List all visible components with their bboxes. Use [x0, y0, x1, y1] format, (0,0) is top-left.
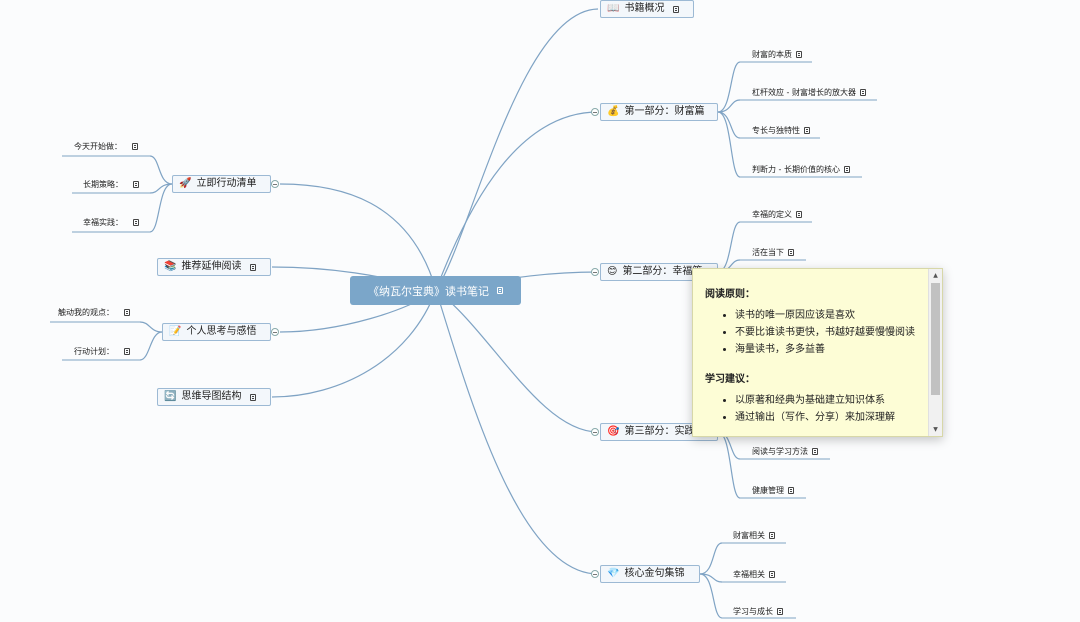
leaf-node[interactable]: 财富相关 [733, 529, 775, 541]
popup-section-title: 阅读原则： [705, 289, 755, 300]
collapse-toggle[interactable] [591, 108, 599, 116]
cycle-icon: 🔄 [164, 391, 177, 402]
leaf-node[interactable]: 活在当下 [752, 246, 794, 258]
note-popup-content: 阅读原则： 读书的唯一原因应该是喜欢 不要比谁读书更快，书越好越要慢慢阅读 海量… [693, 269, 928, 436]
collapse-toggle[interactable] [271, 180, 279, 188]
branch-thoughts[interactable]: 📝 个人思考与感悟 [162, 323, 271, 341]
list-item: 通过输出（写作、分享）来加深理解 [735, 412, 928, 424]
note-icon[interactable] [124, 347, 130, 355]
note-icon[interactable] [769, 570, 775, 578]
popup-scrollbar[interactable]: ▲ ▼ [928, 269, 942, 436]
leaf-node[interactable]: 专长与独特性 [752, 124, 810, 136]
branch-label: 第三部分：实践篇 [624, 426, 705, 437]
leaf-node[interactable]: 阅读与学习方法 [752, 445, 818, 457]
leaf-node[interactable]: 长期策略： [83, 178, 139, 190]
leaf-node[interactable]: 杠杆效应 - 财富增长的放大器 [752, 86, 866, 98]
money-bag-icon: 💰 [607, 106, 620, 117]
branch-reading[interactable]: 📚 推荐延伸阅读 [157, 258, 271, 276]
note-icon[interactable] [812, 447, 818, 455]
note-icon[interactable] [769, 531, 775, 539]
branch-label: 推荐延伸阅读 [181, 261, 242, 272]
note-icon[interactable] [673, 5, 680, 13]
leaf-node[interactable]: 触动我的观点： [58, 306, 130, 318]
list-item: 不要比谁读书更快，书越好越要慢慢阅读 [735, 327, 928, 339]
collapse-toggle[interactable] [591, 570, 599, 578]
rocket-icon: 🚀 [179, 178, 192, 189]
note-icon[interactable] [250, 393, 257, 401]
leaf-node[interactable]: 行动计划： [74, 345, 130, 357]
branch-part1[interactable]: 💰 第一部分：财富篇 [600, 103, 718, 121]
list-item: 读书的唯一原因应该是喜欢 [735, 310, 928, 322]
branch-label: 核心金句集锦 [624, 568, 685, 579]
leaf-node[interactable]: 幸福实践： [83, 216, 139, 228]
root-node[interactable]: 《纳瓦尔宝典》读书笔记 [350, 276, 521, 305]
note-icon[interactable] [497, 287, 503, 294]
note-icon[interactable] [788, 248, 794, 256]
note-icon[interactable] [859, 88, 866, 96]
branch-overview[interactable]: 📖 书籍概况 [600, 0, 694, 18]
note-icon[interactable] [132, 142, 138, 150]
note-icon[interactable] [796, 210, 802, 218]
note-icon[interactable] [133, 180, 139, 188]
leaf-node[interactable]: 财富的本质 [752, 48, 802, 60]
smile-icon: 😊 [607, 266, 618, 277]
note-icon[interactable] [133, 218, 139, 226]
branch-part2[interactable]: 😊 第二部分：幸福篇 [600, 263, 718, 281]
branch-label: 个人思考与感悟 [186, 326, 257, 337]
collapse-toggle[interactable] [591, 268, 599, 276]
target-icon: 🎯 [607, 426, 620, 437]
list-item: 海量读书，多多益善 [735, 344, 928, 356]
leaf-node[interactable]: 健康管理 [752, 484, 794, 496]
note-popup[interactable]: 阅读原则： 读书的唯一原因应该是喜欢 不要比谁读书更快，书越好越要慢慢阅读 海量… [692, 268, 943, 437]
scroll-up-arrow-icon[interactable]: ▲ [933, 272, 938, 279]
note-icon[interactable] [788, 486, 794, 494]
scroll-down-arrow-icon[interactable]: ▼ [933, 426, 938, 433]
root-title: 《纳瓦尔宝典》读书笔记 [368, 284, 489, 298]
leaf-node[interactable]: 幸福相关 [733, 568, 775, 580]
memo-icon: 📝 [169, 326, 182, 337]
branch-quotes[interactable]: 💎 核心金句集锦 [600, 565, 700, 583]
note-icon[interactable] [796, 50, 802, 58]
collapse-toggle[interactable] [591, 428, 599, 436]
branch-structure[interactable]: 🔄 思维导图结构 [157, 388, 271, 406]
note-icon[interactable] [777, 607, 783, 615]
branch-label: 思维导图结构 [181, 391, 242, 402]
branch-label: 第二部分：幸福篇 [622, 266, 703, 277]
list-item: 以原著和经典为基础建立知识体系 [735, 395, 928, 407]
note-icon[interactable] [250, 263, 257, 271]
branch-label: 书籍概况 [624, 3, 665, 14]
branch-action[interactable]: 🚀 立即行动清单 [172, 175, 271, 193]
branch-label: 立即行动清单 [196, 178, 257, 189]
popup-list: 读书的唯一原因应该是喜欢 不要比谁读书更快，书越好越要慢慢阅读 海量读书，多多益… [705, 310, 928, 356]
leaf-node[interactable]: 判断力 - 长期价值的核心 [752, 163, 850, 175]
note-icon[interactable] [124, 308, 130, 316]
leaf-node[interactable]: 今天开始做： [74, 140, 138, 152]
branch-label: 第一部分：财富篇 [624, 106, 705, 117]
books-icon: 📚 [164, 261, 177, 272]
popup-list: 以原著和经典为基础建立知识体系 通过输出（写作、分享）来加深理解 [705, 395, 928, 424]
book-icon: 📖 [607, 3, 620, 14]
collapse-toggle[interactable] [271, 328, 279, 336]
note-icon[interactable] [804, 126, 810, 134]
note-icon[interactable] [843, 165, 850, 173]
popup-section-title: 学习建议： [705, 374, 755, 385]
scroll-thumb[interactable] [931, 283, 940, 395]
gem-icon: 💎 [607, 568, 620, 579]
leaf-node[interactable]: 学习与成长 [733, 605, 783, 617]
leaf-node[interactable]: 幸福的定义 [752, 208, 802, 220]
